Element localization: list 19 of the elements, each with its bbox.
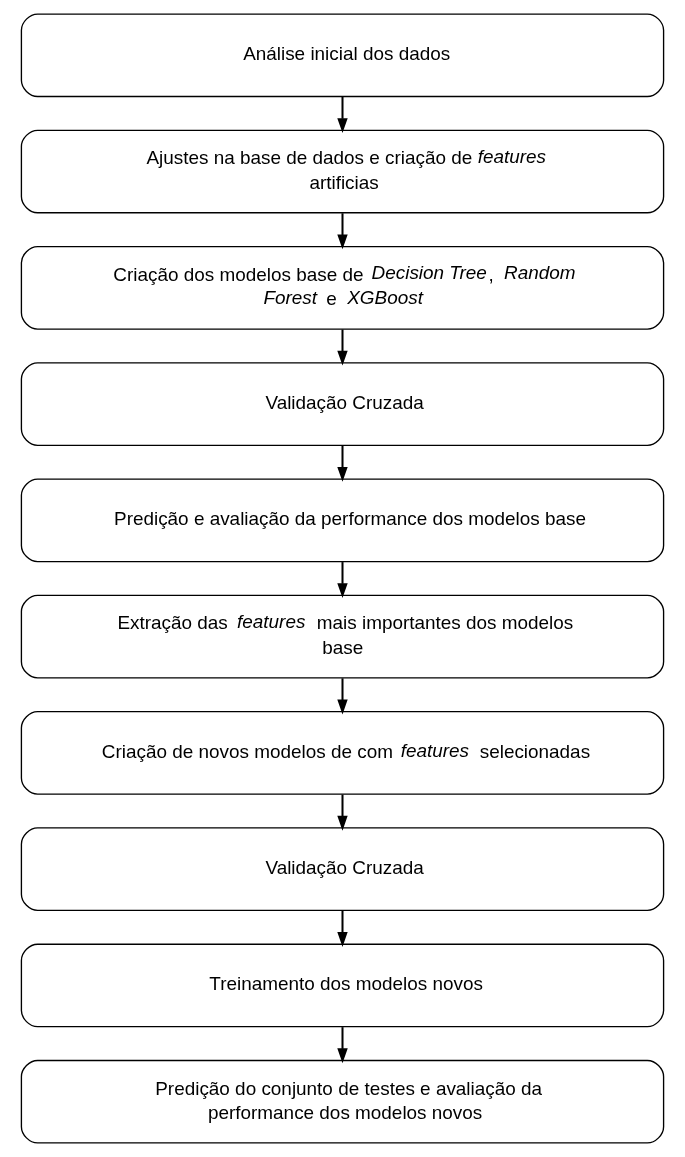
node-box: Análise inicial dos dados xyxy=(20,13,665,98)
node-box: Validação Cruzada xyxy=(20,362,665,446)
arrow xyxy=(337,678,348,715)
arrow xyxy=(337,213,348,250)
arrow xyxy=(337,562,348,599)
arrow xyxy=(337,1027,348,1064)
node-box: Extração das features mais importantes dos modelos base xyxy=(20,594,665,679)
arrow xyxy=(337,329,348,366)
arrow xyxy=(337,97,348,134)
arrow xyxy=(337,794,348,831)
node-box: Validação Cruzada xyxy=(20,827,665,912)
arrow xyxy=(337,910,348,947)
node-box: Predição e avaliação da performance dos modelos base xyxy=(20,478,665,563)
node-box: Criação dos modelos base de Decision Tree, Random Forest e XGBoost xyxy=(20,245,665,330)
node-box: Treinamento dos modelos novos xyxy=(20,943,665,1028)
node-box: Criação de novos modelos de com features selecionadas xyxy=(20,711,665,795)
node-box: Ajustes na base de dados e criação de features artificias xyxy=(20,129,665,214)
arrow xyxy=(337,445,348,482)
node-box: Predição do conjunto de testes e avaliação da performance dos modelos novos xyxy=(20,1059,665,1144)
